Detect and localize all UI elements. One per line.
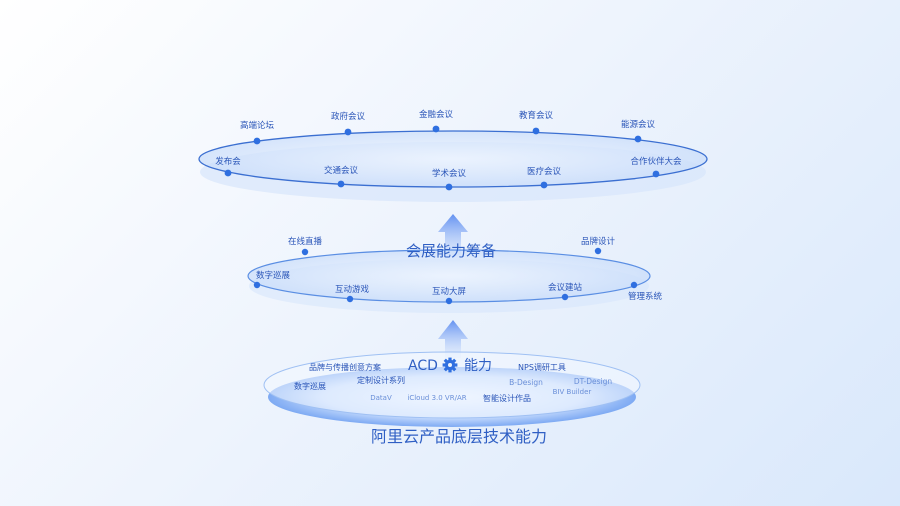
node-dot [301, 248, 309, 256]
top-item-nengyuan: 能源会议 [621, 119, 656, 143]
gear-icon [442, 357, 458, 373]
top-ring [198, 130, 708, 188]
middle-item-youxi: 互动游戏 [335, 284, 370, 303]
bottom-item-label: DataV [370, 394, 392, 402]
middle-item-label: 品牌设计 [581, 236, 616, 247]
middle-layer: 会展能力筹备 在线直播 品牌设计 数字巡展 互动游戏 互动大屏 会议建站 管理系… [247, 236, 663, 313]
node-dot [594, 247, 602, 255]
middle-item-label: 数字巡展 [256, 270, 291, 281]
middle-item-guanli: 管理系统 [628, 281, 663, 302]
node-dot [224, 169, 232, 177]
node-dot [445, 297, 453, 305]
bottom-item-label: 品牌与传播创意方案 [309, 362, 381, 372]
node-dot [630, 281, 638, 289]
footer-title: 阿里云产品底层技术能力 [371, 427, 547, 446]
bottom-item-label: 定制设计系列 [357, 375, 405, 385]
middle-item-daping: 互动大屏 [432, 286, 467, 305]
node-dot [253, 281, 261, 289]
node-dot [346, 295, 354, 303]
top-item-jiaoyu: 教育会议 [519, 110, 554, 135]
top-item-label: 合作伙伴大会 [630, 156, 682, 167]
node-dot [253, 137, 261, 145]
top-item-jiaotong: 交通会议 [324, 165, 359, 188]
bottom-item-label: 智能设计作品 [483, 393, 531, 403]
bottom-item-label: iCloud 3.0 VR/AR [407, 394, 466, 402]
top-item-fabuhui: 发布会 [215, 156, 241, 177]
top-item-zhengfu: 政府会议 [331, 111, 366, 136]
middle-item-label: 互动游戏 [335, 284, 370, 295]
bottom-item-label: B-Design [509, 378, 543, 387]
node-dot [634, 135, 642, 143]
node-dot [432, 125, 440, 133]
node-dot [337, 180, 345, 188]
bottom-title-suffix: 能力 [464, 358, 492, 374]
arrow-up-icon [438, 320, 468, 358]
bottom-item-label: DT-Design [574, 377, 613, 386]
middle-item-label: 会议建站 [548, 282, 583, 293]
middle-item-zhibo: 在线直播 [288, 236, 323, 256]
node-dot [561, 293, 569, 301]
middle-item-label: 管理系统 [628, 291, 663, 302]
top-item-label: 发布会 [215, 156, 241, 167]
top-item-label: 政府会议 [331, 111, 366, 122]
middle-title: 会展能力筹备 [406, 242, 496, 260]
top-item-label: 学术会议 [432, 168, 467, 179]
node-dot [652, 170, 660, 178]
bottom-item-label: BIV Builder [553, 388, 592, 396]
node-dot [532, 127, 540, 135]
bottom-layer: ACD 能力 品牌与传播创意方案 数字巡展 定制设计系列 NPS调研 [263, 351, 641, 427]
top-item-label: 金融会议 [419, 109, 454, 120]
top-item-yiliao: 医疗会议 [527, 166, 562, 189]
middle-item-jianzhan: 会议建站 [548, 282, 583, 301]
top-layer: 高端论坛 政府会议 金融会议 教育会议 能源会议 发布会 交通会议 学术会议 [198, 109, 708, 202]
middle-item-label: 在线直播 [288, 236, 323, 247]
middle-item-pinpai: 品牌设计 [581, 236, 616, 255]
top-item-gaoduan: 高端论坛 [240, 120, 275, 145]
node-dot [445, 183, 453, 191]
bottom-title-prefix: ACD [408, 358, 438, 374]
top-item-label: 交通会议 [324, 165, 359, 176]
middle-item-xunzhan: 数字巡展 [253, 270, 291, 289]
top-item-label: 医疗会议 [527, 166, 562, 177]
bottom-title: ACD 能力 [408, 357, 492, 374]
node-dot [344, 128, 352, 136]
bottom-disc-glass [263, 351, 641, 419]
middle-item-label: 互动大屏 [432, 286, 467, 297]
top-item-label: 高端论坛 [240, 120, 275, 131]
node-dot [540, 181, 548, 189]
bottom-item-label: 数字巡展 [294, 381, 326, 391]
top-item-label: 教育会议 [519, 110, 554, 121]
top-item-hezuo: 合作伙伴大会 [630, 156, 682, 178]
top-item-xueshu: 学术会议 [432, 168, 467, 191]
top-item-jinrong: 金融会议 [419, 109, 454, 133]
bottom-item-label: NPS调研工具 [518, 363, 566, 372]
top-item-label: 能源会议 [621, 119, 656, 130]
